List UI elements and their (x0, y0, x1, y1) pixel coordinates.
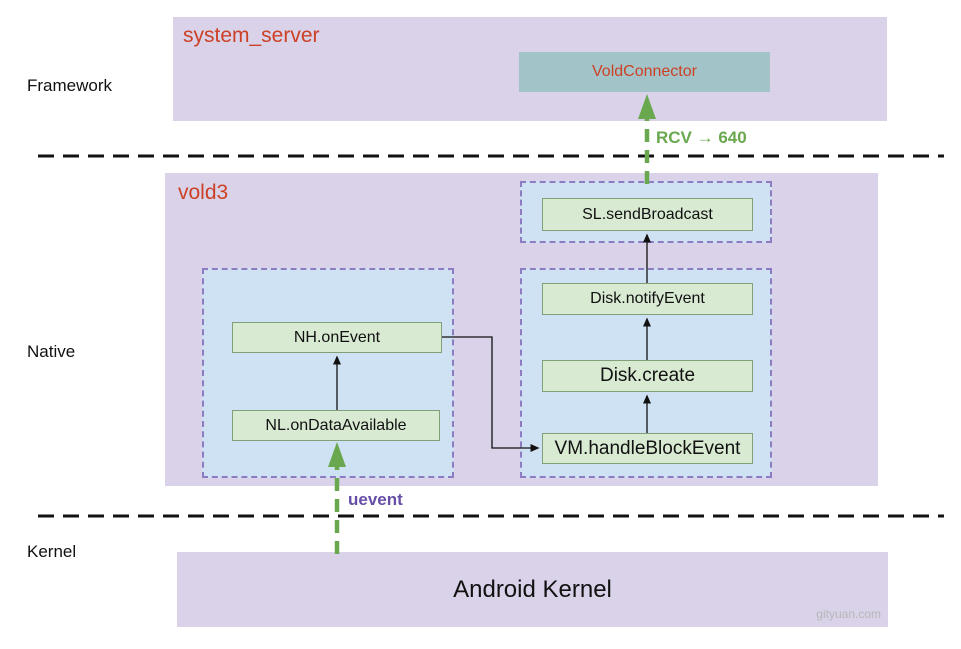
layer-label-native: Native (27, 342, 76, 361)
node-sl-send-broadcast: SL.sendBroadcast (542, 198, 753, 231)
android-kernel-title: Android Kernel (453, 575, 612, 603)
edge-label-rcv: RCV → 640 (656, 128, 747, 147)
node-vold-connector: VoldConnector (519, 52, 770, 92)
node-android-kernel: Android Kernel gityuan.com (177, 552, 888, 627)
group-netlink-handler (202, 268, 454, 478)
layer-label-framework: Framework (27, 76, 113, 95)
node-vm-handle-block-event: VM.handleBlockEvent (542, 433, 753, 464)
watermark-gityuan: gityuan.com (816, 607, 881, 621)
layer-label-kernel: Kernel (27, 542, 77, 561)
node-nh-on-event: NH.onEvent (232, 322, 442, 353)
process-title-vold3: vold3 (178, 181, 229, 204)
process-title-system-server: system_server (183, 24, 320, 47)
edge-label-uevent: uevent (348, 490, 403, 509)
node-disk-create: Disk.create (542, 360, 753, 392)
node-nl-on-data-available: NL.onDataAvailable (232, 410, 440, 441)
node-disk-notify-event: Disk.notifyEvent (542, 283, 753, 315)
